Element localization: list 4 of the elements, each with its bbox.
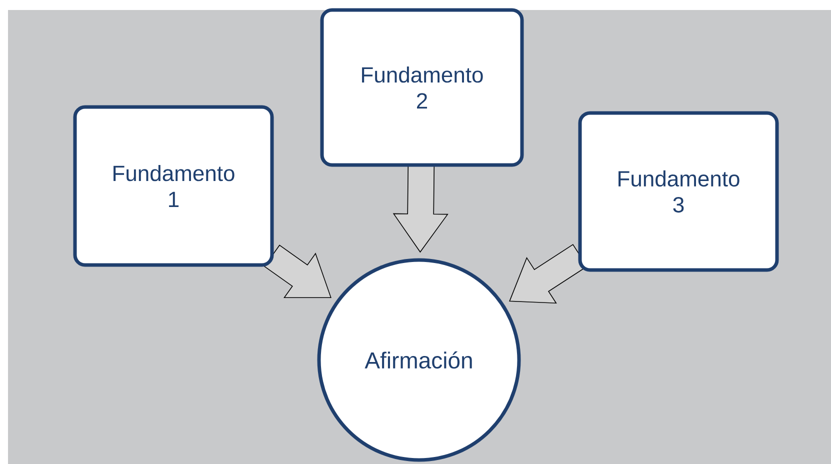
block-arrow bbox=[392, 164, 448, 253]
text-box: Fundamento 3 bbox=[578, 111, 779, 272]
text-box: Fundamento 2 bbox=[320, 8, 524, 167]
text-box: Fundamento 1 bbox=[73, 105, 274, 267]
